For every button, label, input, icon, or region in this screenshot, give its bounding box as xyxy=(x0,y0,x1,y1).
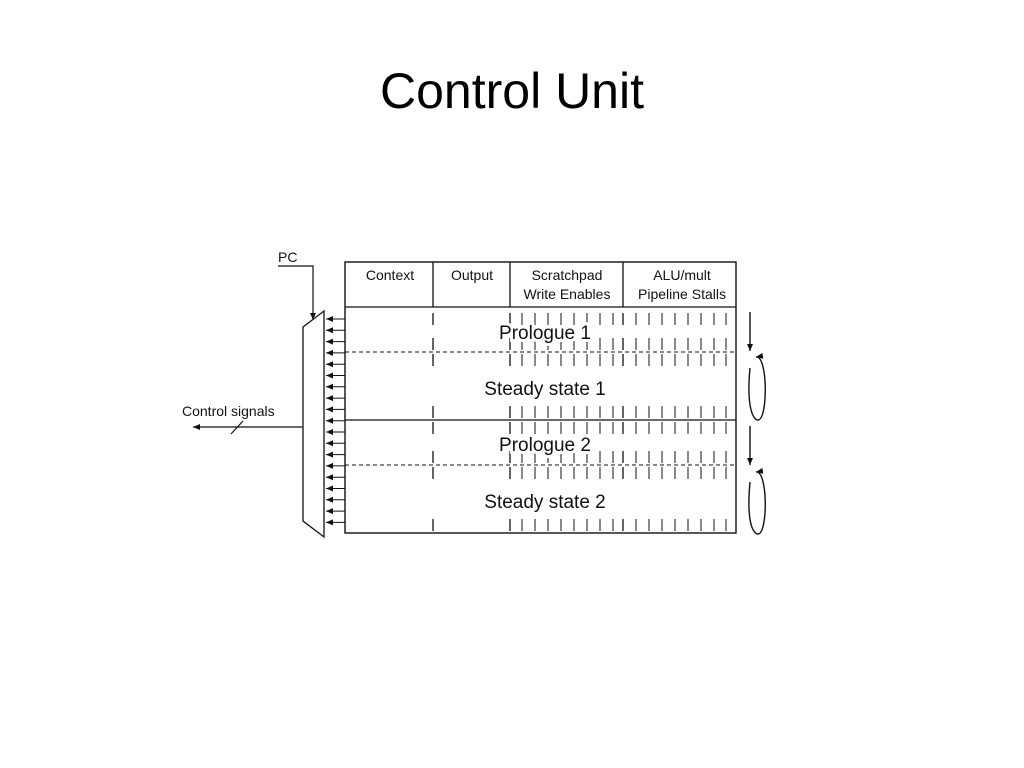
column-header-output: Output xyxy=(451,267,493,283)
pc-arrow xyxy=(278,265,316,320)
bit-ticks xyxy=(432,313,727,531)
section-label-steady-state-2: Steady state 2 xyxy=(484,492,605,513)
mux-input-arrows xyxy=(326,316,345,526)
section-label-prologue-1: Prologue 1 xyxy=(499,323,591,344)
control-table xyxy=(344,261,737,534)
column-header-scratchpad-2: Write Enables xyxy=(524,286,611,302)
loop-arrow-steady-state-2 xyxy=(748,467,766,535)
section-label-prologue-2: Prologue 2 xyxy=(499,435,591,456)
section-label-steady-state-1: Steady state 1 xyxy=(484,379,605,400)
loop-arrow-steady-state-1 xyxy=(748,352,766,421)
control-signals-label: Control signals xyxy=(182,403,275,419)
slide-title: Control Unit xyxy=(380,63,644,119)
bus-slash xyxy=(230,420,244,435)
column-header-alu-2: Pipeline Stalls xyxy=(638,286,726,302)
pc-label: PC xyxy=(278,249,297,265)
column-header-context: Context xyxy=(366,267,414,283)
column-header-scratchpad-1: Scratchpad xyxy=(532,267,603,283)
multiplexer xyxy=(302,309,325,539)
column-header-alu-1: ALU/mult xyxy=(653,267,711,283)
